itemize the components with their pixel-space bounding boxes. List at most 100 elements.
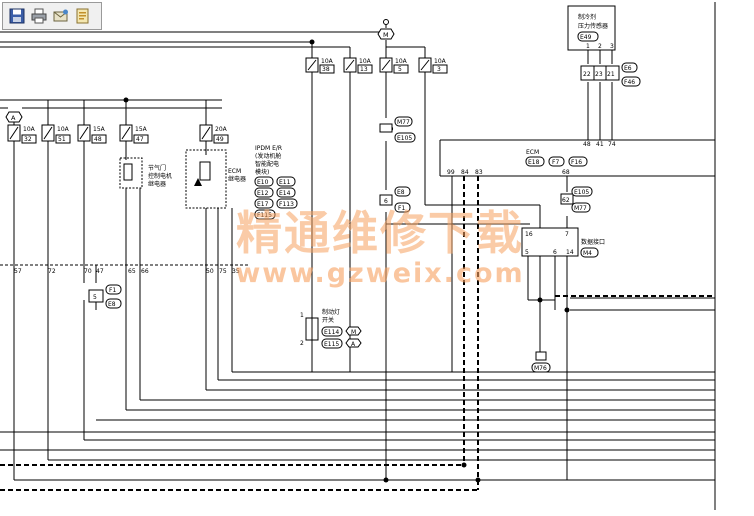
fuse-32: 10A 32 — [7, 124, 37, 144]
fuse-3: 10A 3 — [418, 57, 448, 74]
svg-text:16: 16 — [525, 231, 533, 238]
svg-text:10A: 10A — [434, 58, 447, 65]
svg-text:74: 74 — [608, 141, 616, 148]
svg-text:智能配电: 智能配电 — [255, 160, 279, 168]
svg-text:M77: M77 — [397, 119, 410, 126]
svg-text:IPDM E/R: IPDM E/R — [255, 145, 282, 152]
svg-text:35: 35 — [232, 268, 240, 275]
svg-text:65: 65 — [128, 268, 136, 275]
junction-dots — [123, 39, 570, 483]
svg-text:68: 68 — [562, 169, 570, 176]
svg-text:49: 49 — [216, 136, 224, 143]
svg-text:2: 2 — [300, 340, 304, 347]
svg-text:开关: 开关 — [322, 316, 334, 324]
brake-light-switch: 1 2 制动灯 开关 E114 M E115 A — [300, 308, 362, 349]
data-link-connector: 16 7 数据接口 M4 5 6 14 M76 — [525, 231, 605, 373]
svg-text:70: 70 — [84, 268, 92, 275]
svg-text:72: 72 — [48, 268, 56, 275]
printer-icon — [31, 8, 47, 24]
toolbar — [2, 2, 102, 30]
svg-text:23: 23 — [595, 71, 603, 78]
fuse-47: 15A 47 — [119, 124, 149, 144]
svg-text:(发动机舱: (发动机舱 — [255, 152, 281, 160]
svg-text:5: 5 — [398, 66, 402, 73]
svg-text:F7: F7 — [552, 159, 559, 166]
svg-text:15A: 15A — [93, 126, 106, 133]
svg-text:F113: F113 — [279, 201, 294, 208]
svg-text:38: 38 — [322, 66, 330, 73]
svg-text:3: 3 — [437, 66, 441, 73]
svg-text:E105: E105 — [397, 135, 412, 142]
svg-text:48: 48 — [94, 136, 102, 143]
svg-text:5: 5 — [93, 294, 97, 301]
svg-text:41: 41 — [596, 141, 604, 148]
svg-text:84: 84 — [461, 169, 469, 176]
svg-text:51: 51 — [58, 136, 66, 143]
print-button[interactable] — [30, 7, 48, 25]
svg-text:M76: M76 — [534, 365, 547, 372]
svg-text:F16: F16 — [571, 159, 582, 166]
svg-text:控制电机: 控制电机 — [148, 172, 172, 180]
ecm-unit: ECM E18 F7 F16 99 84 83 68 — [447, 149, 588, 176]
fuse-51: 10A 51 — [41, 124, 71, 144]
svg-text:E49: E49 — [580, 34, 592, 41]
svg-text:M: M — [383, 31, 389, 39]
svg-text:继电器: 继电器 — [148, 180, 166, 188]
svg-text:57: 57 — [14, 268, 22, 275]
connector-e105-m77: 62 E105 M77 — [560, 186, 593, 213]
svg-text:F115: F115 — [257, 212, 272, 219]
svg-text:F1: F1 — [109, 287, 116, 294]
svg-text:F1: F1 — [398, 205, 405, 212]
svg-text:10A: 10A — [395, 58, 408, 65]
throttle-control-motor-relay: 节气门 控制电机 继电器 — [123, 163, 172, 188]
svg-text:3: 3 — [610, 43, 614, 50]
svg-text:10A: 10A — [57, 126, 70, 133]
svg-text:节气门: 节气门 — [148, 164, 166, 172]
svg-text:47: 47 — [136, 136, 144, 143]
node-m: M — [377, 19, 395, 40]
svg-text:A: A — [11, 114, 16, 122]
svg-text:66: 66 — [141, 268, 149, 275]
fuse-49: 20A 49 — [199, 124, 229, 144]
svg-text:7: 7 — [565, 231, 569, 238]
svg-text:1: 1 — [586, 43, 590, 50]
svg-text:6: 6 — [384, 198, 388, 205]
svg-text:13: 13 — [360, 66, 368, 73]
email-button[interactable] — [52, 7, 70, 25]
svg-text:6: 6 — [553, 249, 557, 256]
print-preview-icon — [76, 8, 89, 24]
svg-text:E105: E105 — [574, 189, 589, 196]
svg-text:数据接口: 数据接口 — [581, 238, 605, 246]
svg-text:ECM: ECM — [228, 168, 241, 175]
svg-text:M77: M77 — [574, 205, 587, 212]
svg-text:压力传感器: 压力传感器 — [578, 22, 608, 30]
refrigerant-pressure-sensor: 制冷剂 压力传感器 E49 1 2 3 22 23 21 E6 F46 48 4… — [577, 13, 641, 148]
svg-text:21: 21 — [607, 71, 615, 78]
svg-text:E14: E14 — [279, 190, 291, 197]
connector-e8: 6 E8 F1 — [379, 186, 411, 213]
svg-text:47: 47 — [96, 268, 104, 275]
svg-text:75: 75 — [219, 268, 227, 275]
fuse-38: 10A 38 — [305, 57, 335, 74]
svg-text:22: 22 — [583, 71, 591, 78]
svg-text:E17: E17 — [257, 201, 269, 208]
svg-text:E10: E10 — [257, 179, 269, 186]
svg-text:48: 48 — [583, 141, 591, 148]
svg-text:E18: E18 — [528, 159, 540, 166]
save-button[interactable] — [8, 7, 26, 25]
svg-text:A: A — [351, 341, 356, 348]
svg-text:10A: 10A — [321, 58, 334, 65]
svg-text:5: 5 — [525, 249, 529, 256]
print-preview-button[interactable] — [74, 7, 92, 25]
svg-text:E114: E114 — [324, 329, 339, 336]
svg-text:M4: M4 — [583, 250, 592, 257]
svg-text:制冷剂: 制冷剂 — [578, 13, 596, 21]
connector-f1-e8: 5 F1 E8 — [93, 284, 122, 309]
floppy-disk-icon — [9, 8, 25, 24]
svg-text:32: 32 — [24, 136, 32, 143]
fuse-13: 10A 13 — [343, 57, 373, 74]
svg-text:1: 1 — [300, 312, 304, 319]
svg-text:M: M — [351, 329, 356, 336]
svg-text:E115: E115 — [324, 341, 339, 348]
